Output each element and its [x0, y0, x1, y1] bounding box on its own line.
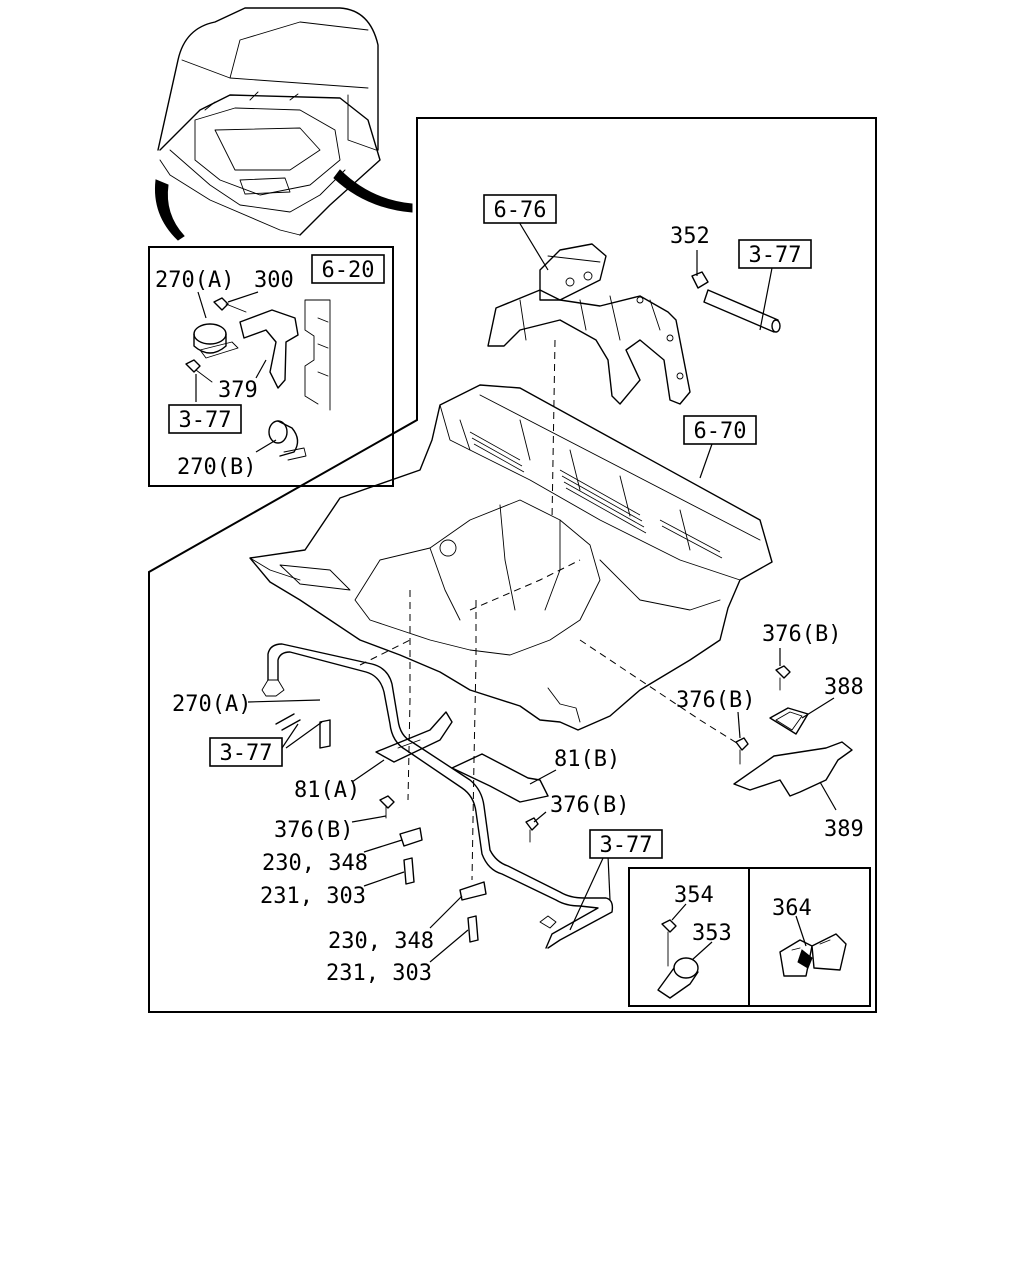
- ref-label-6-76: 6-76: [494, 198, 547, 223]
- part-label-364: 364: [772, 896, 812, 921]
- cross-member-bracket: [487, 243, 691, 405]
- part-label-300: 300: [254, 268, 294, 293]
- ref-label-3-77-top: 3-77: [749, 243, 802, 268]
- callout-arc-left: [154, 179, 185, 241]
- part-label-353: 353: [692, 921, 732, 946]
- clip-364: [779, 933, 847, 977]
- part-label-270b: 270(B): [177, 455, 256, 480]
- part-label-376b-3: 376(B): [550, 793, 629, 818]
- ref-label-3-77-bottom: 3-77: [600, 833, 653, 858]
- part-label-352: 352: [670, 224, 710, 249]
- cab-floor-pan: [249, 384, 773, 731]
- inset-bracket-illustration: [185, 297, 331, 461]
- bolts-and-clamps-lower: [275, 713, 539, 943]
- part-label-379: 379: [218, 378, 258, 403]
- guide-lines: [359, 339, 741, 881]
- bracket-81a: [375, 711, 453, 763]
- ref-box-6-70[interactable]: 6-70: [683, 415, 757, 445]
- part-label-231-303-a: 231, 303: [260, 884, 366, 909]
- cab-overview-illustration: [154, 7, 413, 241]
- part-label-376b-4: 376(B): [274, 818, 353, 843]
- ref-box-3-77-left[interactable]: 3-77: [209, 737, 283, 767]
- part-label-389: 389: [824, 817, 864, 842]
- ref-label-3-77-inset: 3-77: [179, 408, 232, 433]
- part-label-231-303-b: 231, 303: [326, 961, 432, 986]
- pipe-assembly: [261, 643, 614, 949]
- part-label-270a-inset: 270(A): [155, 268, 234, 293]
- ref-box-6-20[interactable]: 6-20: [311, 254, 385, 284]
- leader-lines: [195, 221, 837, 963]
- part-label-376b-1: 376(B): [762, 622, 841, 647]
- ref-box-3-77-bottom[interactable]: 3-77: [589, 829, 663, 859]
- part-label-354: 354: [674, 883, 714, 908]
- callout-arc-right: [333, 169, 413, 213]
- ref-label-6-20: 6-20: [322, 258, 375, 283]
- ref-label-6-70: 6-70: [694, 419, 747, 444]
- part-label-388: 388: [824, 675, 864, 700]
- part-label-270a-main: 270(A): [172, 692, 251, 717]
- part-label-230-348-a: 230, 348: [262, 851, 368, 876]
- part-label-81a: 81(A): [294, 778, 360, 803]
- part-label-81b: 81(B): [554, 747, 620, 772]
- bracket-81b: [451, 753, 549, 803]
- ref-box-6-76[interactable]: 6-76: [483, 194, 557, 224]
- pipe-352: [691, 271, 781, 333]
- bracket-388-389: [733, 665, 853, 797]
- part-label-376b-2: 376(B): [676, 688, 755, 713]
- ref-box-3-77-inset[interactable]: 3-77: [168, 404, 242, 434]
- main-frame: [148, 117, 877, 1013]
- clip-353-354: [657, 919, 699, 999]
- ref-label-3-77-left: 3-77: [220, 741, 273, 766]
- inset-frame-bracket: [148, 246, 394, 487]
- part-label-230-348-b: 230, 348: [328, 929, 434, 954]
- ref-box-3-77-top[interactable]: 3-77: [738, 239, 812, 269]
- part-labels: 352 270(A) 300 379 270(B) 376(B) 388 376…: [155, 224, 864, 986]
